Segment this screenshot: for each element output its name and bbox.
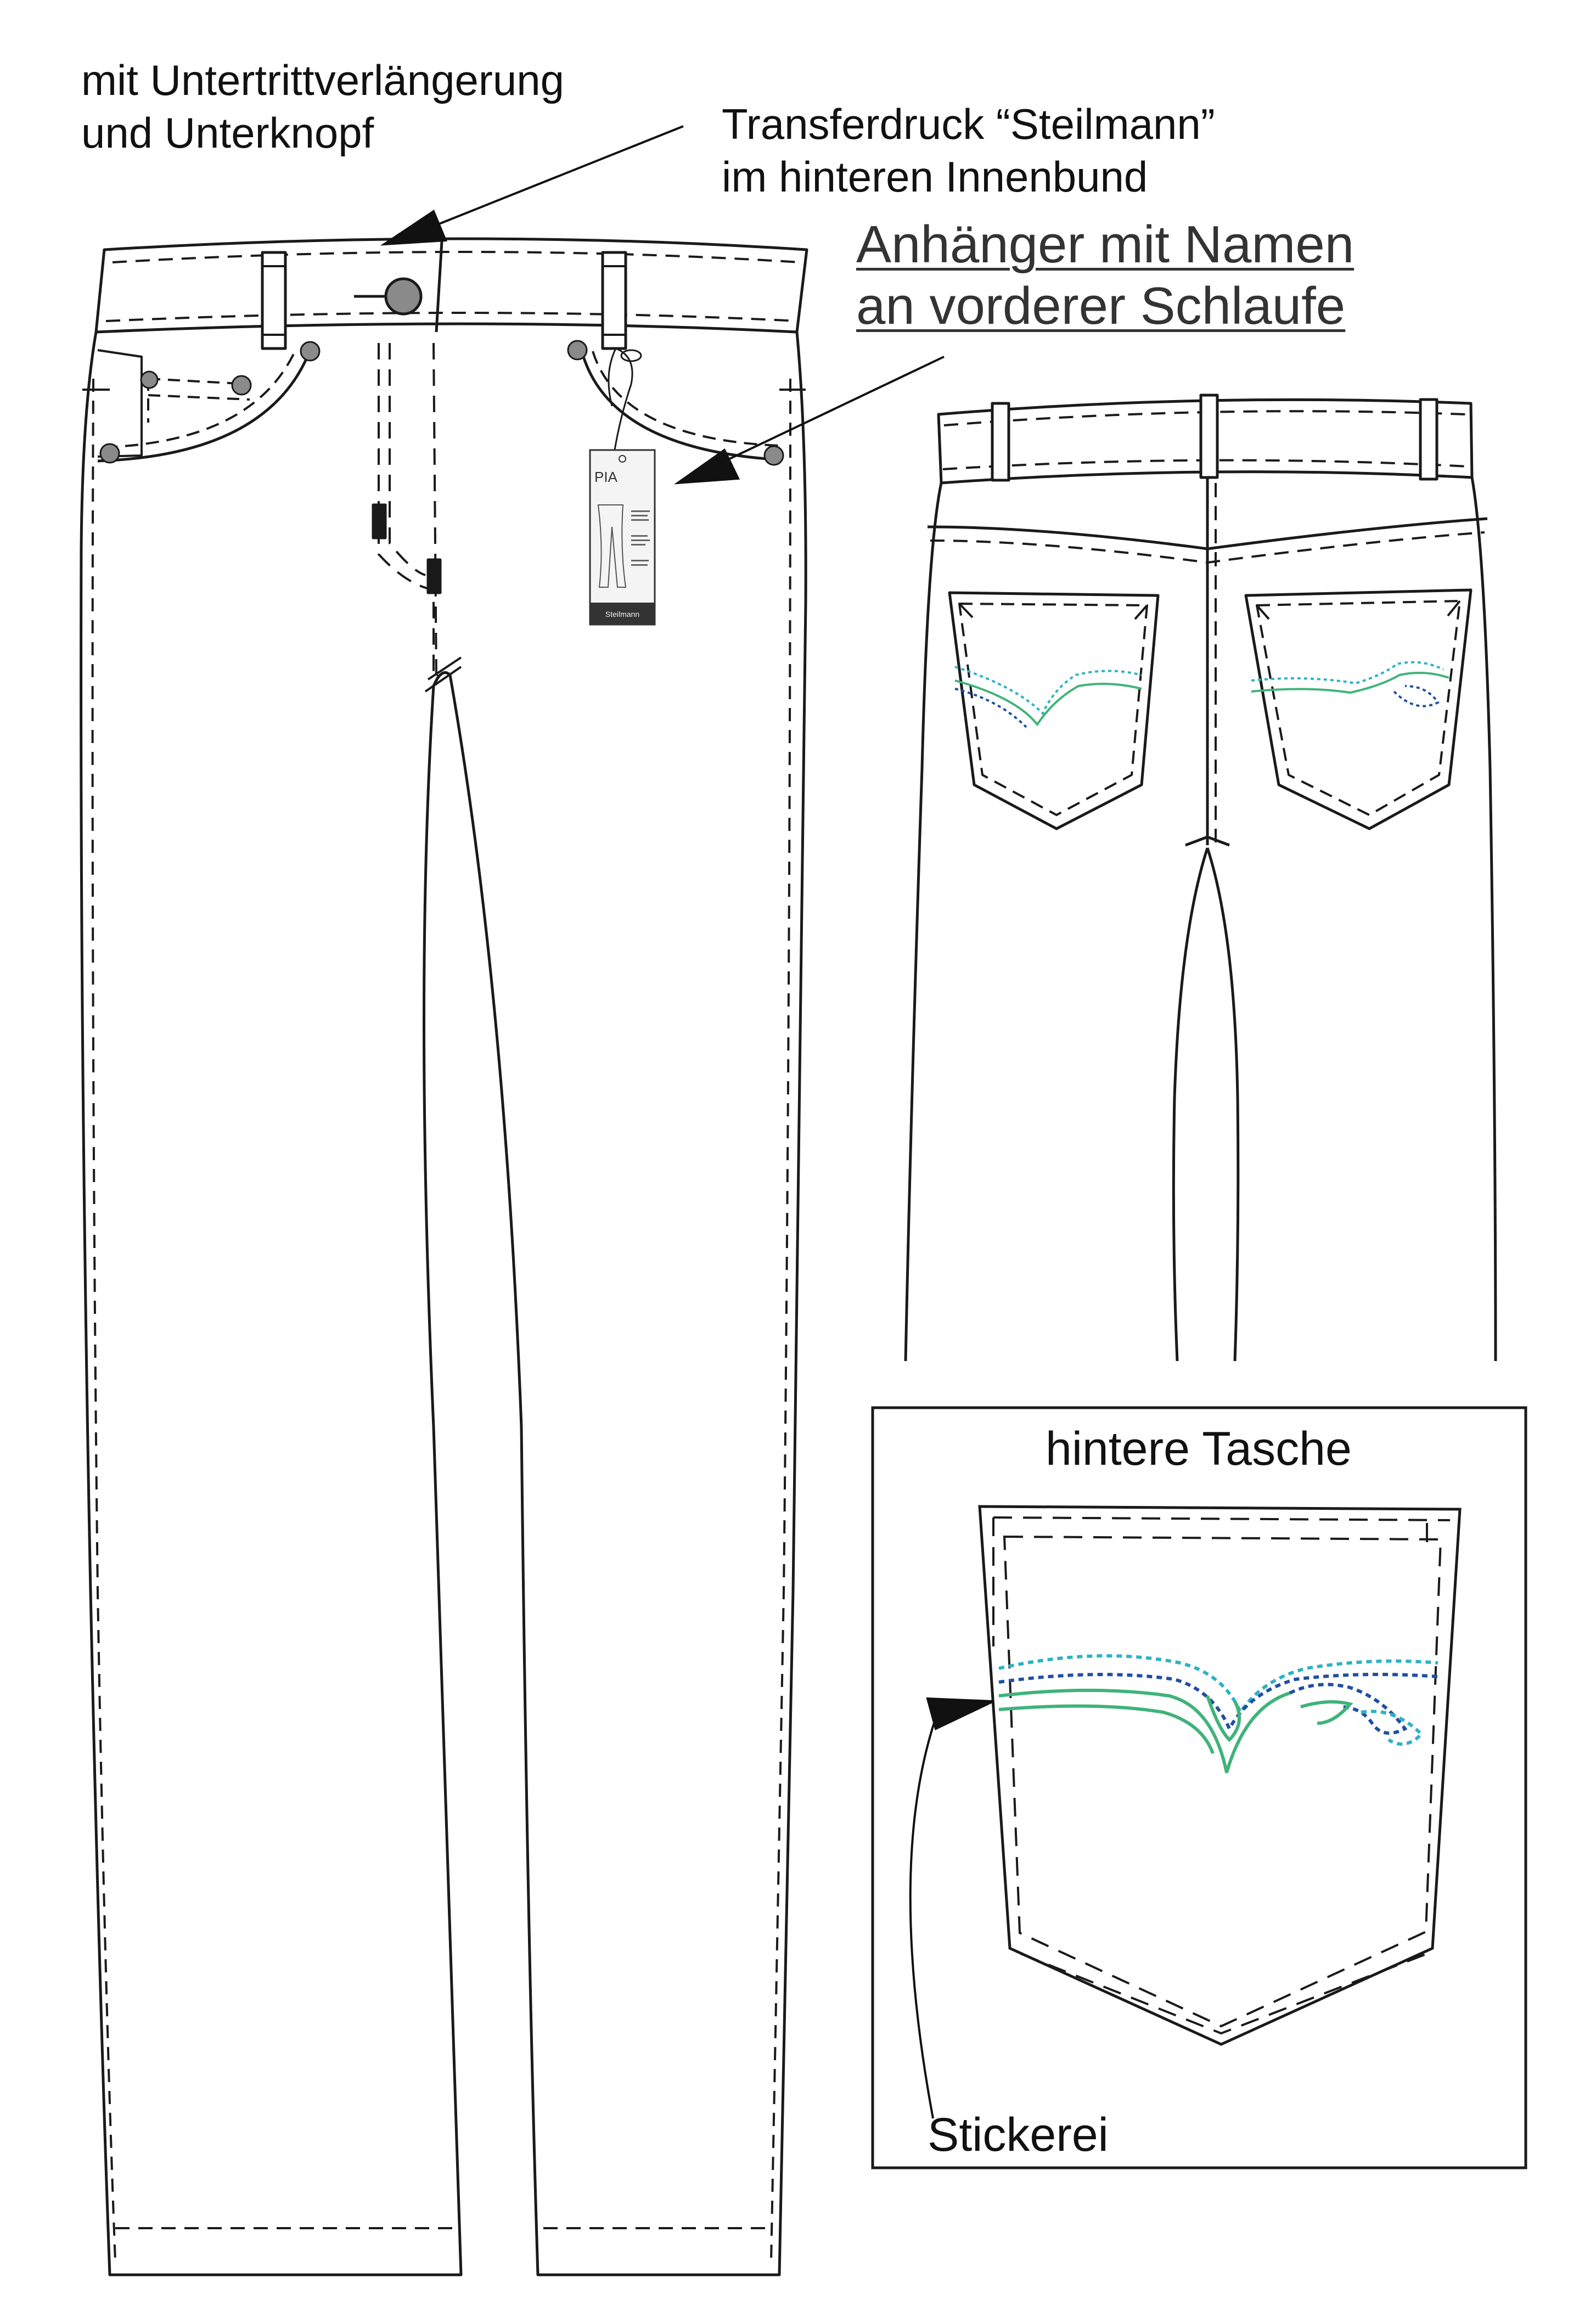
back-leg-left-outline [904, 482, 943, 1362]
back-pocket-left [948, 591, 1160, 830]
belt-loop-front-right [601, 251, 627, 350]
belt-loop-back-right [1419, 398, 1438, 481]
detail-title: hintere Tasche [1046, 1423, 1352, 1475]
annotation-transfer: Transferdruck “Steilmann” im hinteren In… [722, 98, 1215, 203]
front-pocket-left [97, 349, 143, 458]
back-pocket-detail [978, 1505, 1462, 2046]
annotation-transfer-line1: Transferdruck “Steilmann” [722, 100, 1215, 148]
belt-loop-back-center [1199, 393, 1219, 479]
annotation-arrows [380, 125, 994, 2119]
front-leg-right-outline [448, 331, 807, 2276]
detail-box [871, 1406, 1527, 2169]
back-embroidery-small [954, 661, 1449, 728]
belt-loop-front-left [261, 251, 287, 350]
front-leg-left-outline [80, 331, 463, 2276]
annotation-hangtag-line1: Anhänger mit Namen [856, 215, 1355, 274]
hang-tag-name: PIA [594, 469, 618, 485]
annotation-embroidery: Stickerei [928, 2109, 1109, 2161]
front-view [80, 237, 808, 2276]
hang-tag: PIA Steilmann [589, 449, 656, 626]
back-leg-right-outline [1470, 477, 1497, 1362]
hang-tag-brand: Steilmann [605, 610, 639, 619]
arrow-embroidery [926, 1697, 994, 1730]
back-pocket-right [1244, 588, 1473, 830]
annotation-extension-line2: und Unterknopf [81, 109, 374, 157]
stickerei-embroidery [998, 1654, 1438, 1773]
front-fly [378, 343, 435, 678]
arrow-hangtag [673, 448, 740, 485]
arrow-transfer [380, 209, 447, 246]
annotation-hangtag: Anhänger mit Namen an vorderer Schlaufe [856, 214, 1354, 337]
annotation-extension: mit Untertrittverlängerung und Unterknop… [81, 54, 564, 159]
belt-loop-back-left [991, 402, 1010, 482]
back-view [904, 393, 1497, 1362]
annotation-extension-line1: mit Untertrittverlängerung [81, 56, 565, 104]
rivets [99, 340, 784, 466]
front-button [384, 277, 423, 316]
annotation-transfer-line2: im hinteren Innenbund [722, 153, 1148, 201]
annotation-hangtag-line2: an vorderer Schlaufe [856, 277, 1346, 335]
detail-frame [871, 1406, 1527, 2169]
